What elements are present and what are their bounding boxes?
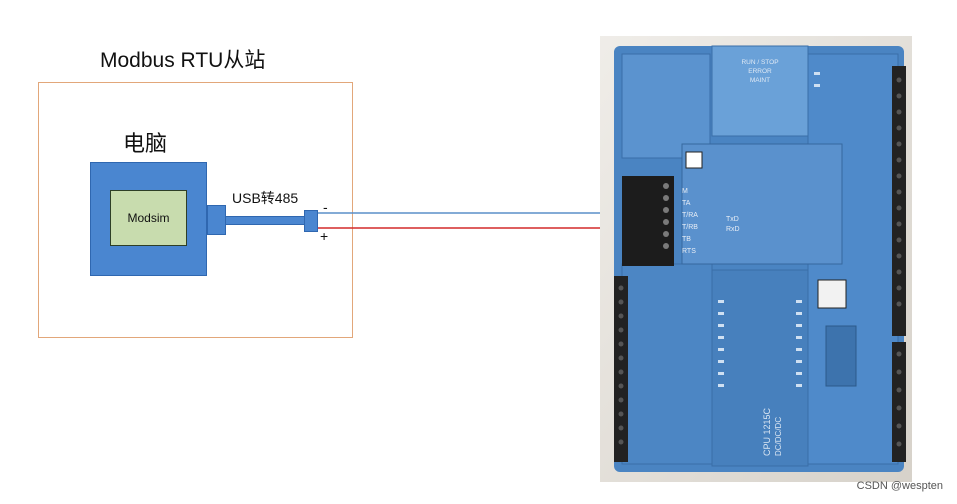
terminal-label-trb: T/RB [682, 224, 698, 231]
usb-plug [207, 205, 226, 235]
modsim-app-box: Modsim [110, 190, 187, 246]
led-label-run: RUN / STOP [741, 59, 778, 66]
txd-label: TxD [726, 216, 739, 223]
modsim-label: Modsim [127, 211, 170, 225]
plc-photo: RUN / STOP ERROR MAINT M TA T/RA T/RB TB… [600, 36, 912, 482]
terminal-label-ta: TA [682, 200, 691, 207]
cpu-model-label: CPU 1215C [762, 407, 772, 456]
terminal-label-m: M [682, 188, 688, 195]
cpu-power-label: DC/DC/DC [774, 417, 783, 456]
plus-label: + [320, 228, 329, 244]
led-label-error: ERROR [748, 68, 772, 75]
pc-label: 电脑 [123, 131, 168, 156]
minus-label: - [323, 199, 328, 215]
led-label-maint: MAINT [750, 77, 770, 84]
diagram-title: Modbus RTU从站 [100, 49, 266, 72]
terminal-label-rts: RTS [682, 248, 696, 255]
usb-cable [226, 216, 306, 225]
terminal-label-tra: T/RA [682, 212, 698, 219]
watermark: CSDN @wespten [856, 480, 943, 492]
pc-box [90, 162, 207, 276]
terminal-label-tb: TB [682, 236, 691, 243]
rs485-connector [304, 210, 318, 232]
usb-converter-label: USB转485 [232, 190, 299, 206]
master-frame [38, 82, 353, 338]
rxd-label: RxD [726, 226, 740, 233]
